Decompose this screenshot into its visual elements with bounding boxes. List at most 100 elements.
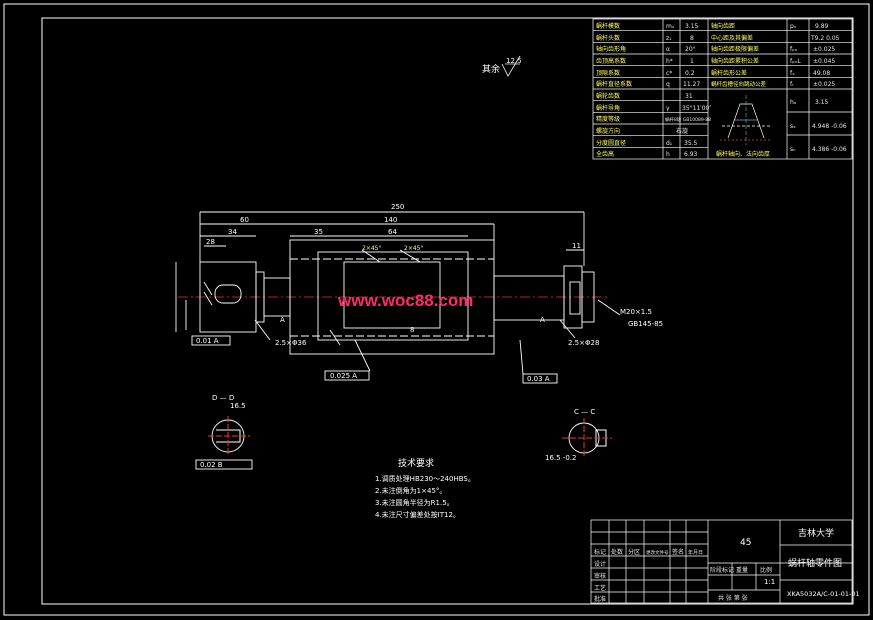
param-label: 蜗杆头数 — [596, 34, 620, 42]
tol-box-1: 0.01 A — [196, 337, 219, 345]
material: 45 — [740, 538, 751, 548]
param-value: 1 — [690, 58, 694, 65]
param-label: 蜗杆导角 — [596, 104, 620, 112]
param-label: 分度圆直径 — [596, 139, 626, 147]
tb-row-label: 分区 — [628, 548, 640, 556]
requirement-item: 2.未注倒角为1×45°。 — [375, 486, 446, 495]
param-label: 蜗杆齿槽径向跳动公差 — [711, 80, 767, 88]
drawing-frame — [41, 17, 854, 605]
param-label: 蜗杆模数 — [596, 22, 620, 30]
dim-thread: M20×1.5 — [620, 308, 652, 316]
requirement-item: 3.未注圆角半径为R1.5。 — [375, 498, 454, 507]
param-value: 20° — [685, 46, 696, 53]
param-value: 6.93 — [684, 151, 698, 158]
param-label: 轴向齿距极限偏差 — [711, 45, 759, 53]
dim-center: GB145-85 — [628, 320, 663, 328]
param-label: 齿顶高系数 — [596, 57, 626, 65]
param-label: 蜗杆齿形公差 — [711, 69, 747, 77]
tb-role: 审核 — [594, 572, 606, 580]
param-label: 螺旋方向 — [596, 127, 620, 135]
param-value: 49.08 — [813, 70, 830, 77]
surface-prefix: 其余 — [482, 63, 500, 75]
param-sym: q — [666, 81, 670, 88]
note-left: A — [280, 316, 285, 324]
param-sym: fₓ — [790, 70, 795, 77]
title-block-text: 45 吉林大学 蜗杆轴零件图 XKA5032A/C-01-01-01 1:1 阶… — [594, 527, 860, 603]
tb-row-label: 标记 — [594, 548, 606, 556]
drawing-name: 蜗杆轴零件图 — [788, 557, 842, 569]
sheet-label: 共 张 第 张 — [718, 594, 748, 602]
tooth-profile-sketch — [720, 95, 772, 145]
dim-d7: 11 — [572, 242, 581, 250]
section-d-title: D — D — [212, 394, 234, 402]
ratio-label: 比例 — [760, 566, 772, 574]
dim-d5: 64 — [388, 228, 397, 236]
param-sym: fₚₓ — [790, 46, 798, 53]
outer-border — [3, 3, 870, 616]
surface-finish-note: 其余 12.5 — [482, 55, 522, 77]
param-sym: sₙ — [790, 146, 796, 153]
dim-bearing-fit: 2.5×Φ36 — [275, 339, 307, 347]
requirement-item: 4.未注尺寸偏差处按IT12。 — [375, 510, 460, 519]
tb-row-label: 年月日 — [688, 549, 703, 556]
param-label: 顶隙系数 — [596, 69, 620, 77]
param-sym: fₚₓL — [790, 58, 801, 65]
param-label: 蜗轮齿数 — [596, 92, 620, 100]
param-sym: z₁ — [666, 35, 672, 42]
param-sym: h — [666, 151, 670, 158]
param-value: 蜗杆8级 GB10089-88 — [665, 116, 711, 123]
dim-d3: 140 — [384, 216, 397, 224]
param-value: 35°11′00″ — [682, 105, 712, 112]
scale-value: 1:1 — [764, 578, 775, 586]
param-label: 轴向齿距累积公差 — [711, 57, 759, 65]
param-value: 4.386 -0.06 — [812, 146, 847, 153]
section-d-d: D — D 16.5 0.02 B — [200, 394, 250, 469]
shaft-main-view — [175, 211, 621, 470]
drawing-number: XKA5032A/C-01-01-01 — [787, 590, 860, 598]
dim-chamfer2: 2×45° — [404, 245, 423, 252]
tb-role: 工艺 — [594, 584, 606, 592]
dim-small: 2.5×Φ28 — [568, 339, 599, 347]
param-sym: γ — [666, 105, 670, 112]
tol-box-2: 0.025 A — [330, 372, 357, 380]
param-right-rows: 轴向齿距 pₓ 9.89 中心距及其偏差 T9.2 0.05 轴向齿距极限偏差 … — [711, 22, 847, 158]
param-sym: hₐ — [790, 99, 796, 106]
dim-overall: 250 — [391, 203, 404, 211]
surface-ra: 12.5 — [506, 57, 522, 65]
param-label: 精度等级 — [596, 115, 620, 123]
param-sym: pₓ — [790, 23, 797, 30]
dimension-labels: 250 60 34 140 35 64 28 11 2×45° 2×45° 0.… — [196, 203, 663, 383]
param-value: 11.27 — [683, 81, 700, 88]
param-value: 31 — [685, 93, 693, 100]
technical-requirements: 技术要求 1.调质处理HB230～240HBS。 2.未注倒角为1×45°。 3… — [375, 457, 475, 519]
requirements-title: 技术要求 — [398, 457, 434, 469]
param-sym: sₓ — [790, 123, 796, 130]
param-caption: 蜗杆轴向、法向齿厚 — [716, 150, 770, 158]
param-value: 35.5 — [684, 140, 698, 147]
requirement-item: 1.调质处理HB230～240HBS。 — [375, 474, 475, 483]
school-name: 吉林大学 — [798, 527, 834, 539]
parameter-table — [592, 18, 853, 160]
param-label: 轴向齿距 — [711, 22, 735, 30]
param-value: 右旋 — [676, 127, 688, 135]
param-label: 中心距及其偏差 — [711, 34, 753, 42]
param-sym: α — [666, 46, 670, 53]
dim-d1: 60 — [240, 216, 249, 224]
dim-key: 8 — [410, 326, 414, 334]
tb-row-label: 处数 — [611, 548, 623, 556]
param-value: 4.948 -0.06 — [812, 123, 847, 130]
section-d-tol: 0.02 B — [200, 461, 223, 469]
weight-label: 重量 — [736, 566, 748, 574]
param-value: 8 — [690, 35, 694, 42]
param-value: ±0.025 — [813, 81, 835, 88]
param-label: 全齿高 — [596, 150, 614, 158]
dim-d4: 35 — [314, 228, 323, 236]
tb-role: 批准 — [594, 595, 606, 603]
dim-d2: 34 — [228, 228, 237, 236]
dim-chamfer1: 2×45° — [362, 245, 381, 252]
param-value: 3.15 — [815, 99, 829, 106]
param-sym: h* — [666, 58, 673, 65]
param-label: 蜗杆直径系数 — [596, 80, 632, 88]
param-value: 3.15 — [685, 23, 699, 30]
dim-d6: 28 — [206, 238, 215, 246]
